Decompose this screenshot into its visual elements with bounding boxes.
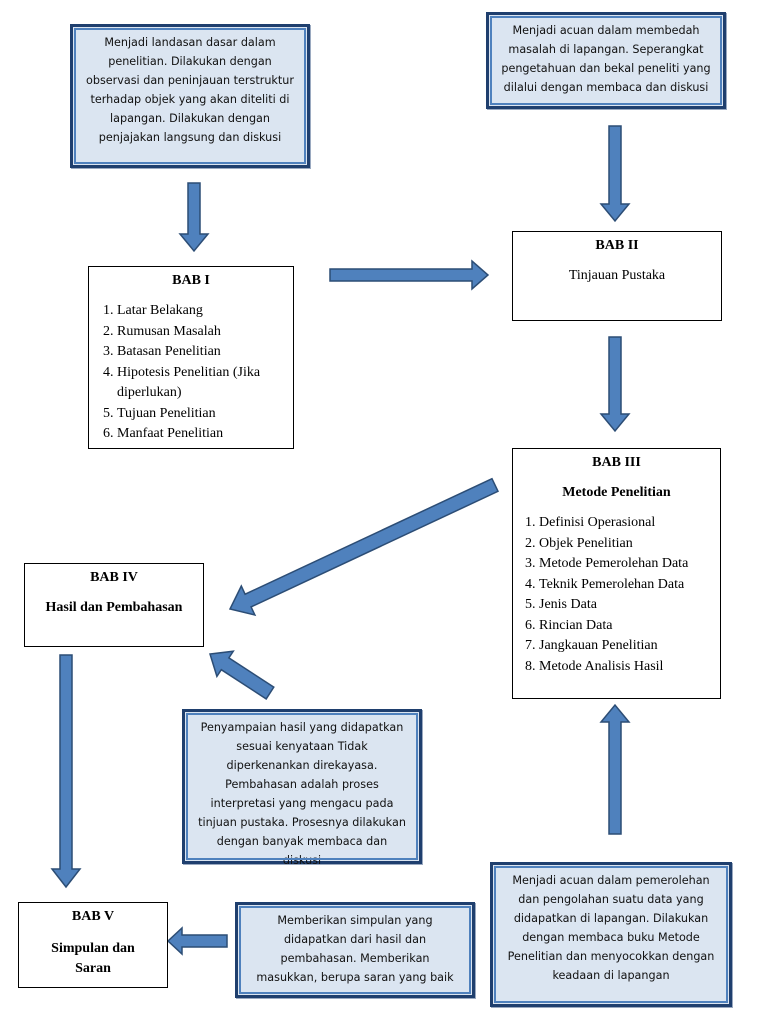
bab2-title: BAB II [595,238,639,253]
box-bab4: BAB IV Hasil dan Pembahasan [24,563,204,647]
note-bab5: Memberikan simpulan yang didapatkan dari… [235,902,475,998]
bab1-item: Hipotesis Penelitian (Jika diperlukan) [117,363,293,404]
box-bab2: BAB II Tinjauan Pustaka [512,231,722,321]
bab1-item: Manfaat Penelitian [117,424,293,445]
bab3-title: BAB III [592,455,641,470]
arrow-note2-to-bab2 [599,125,631,223]
bab3-item: Rincian Data [539,616,720,637]
bab3-item: Jangkauan Penelitian [539,636,720,657]
bab1-item: Latar Belakang [117,301,293,322]
bab3-item: Definisi Operasional [539,513,720,534]
bab1-item: Rumusan Masalah [117,322,293,343]
box-bab1: BAB I Latar Belakang Rumusan Masalah Bat… [88,266,294,449]
bab4-subtitle: Hasil dan Pembahasan [45,600,183,615]
bab1-list: Latar Belakang Rumusan Masalah Batasan P… [89,301,293,445]
bab3-item: Metode Analisis Hasil [539,657,720,678]
bab5-title: BAB V [71,909,115,924]
note-bab3: Menjadi acuan dalam pemerolehan dan peng… [490,862,732,1007]
box-bab3: BAB III Metode Penelitian Definisi Opera… [512,448,721,699]
box-bab5: BAB V Simpulan dan Saran [18,902,168,988]
arrow-note5-to-bab5 [166,926,228,956]
arrow-bab1-to-bab2 [329,259,490,291]
bab1-item: Batasan Penelitian [117,342,293,363]
bab2-subtitle: Tinjauan Pustaka [568,268,666,283]
arrow-bab4-to-bab5 [50,654,82,889]
note-bab4: Penyampaian hasil yang didapatkan sesuai… [182,709,422,867]
note-bab2: Menjadi acuan dalam membedah masalah di … [486,12,726,109]
arrow-note1-to-bab1 [178,182,210,253]
bab3-subtitle: Metode Penelitian [562,485,671,500]
arrow-note4-to-bab4 [209,650,275,700]
bab1-item: Tujuan Penelitian [117,404,293,425]
arrow-note3-to-bab3 [599,703,631,835]
bab5-subtitle: Simpulan dan Saran [51,941,135,976]
bab3-item: Teknik Pemerolehan Data [539,575,720,596]
bab3-item: Jenis Data [539,595,720,616]
note-bab1: Menjadi landasan dasar dalam penelitian.… [70,24,310,168]
bab3-item: Objek Penelitian [539,534,720,555]
arrow-bab2-to-bab3 [599,336,631,433]
bab1-title: BAB I [172,273,210,288]
bab3-item: Metode Pemerolehan Data [539,554,720,575]
arrow-bab3-to-bab4 [228,477,500,617]
bab3-list: Definisi Operasional Objek Penelitian Me… [513,513,720,677]
bab4-title: BAB IV [90,570,138,585]
